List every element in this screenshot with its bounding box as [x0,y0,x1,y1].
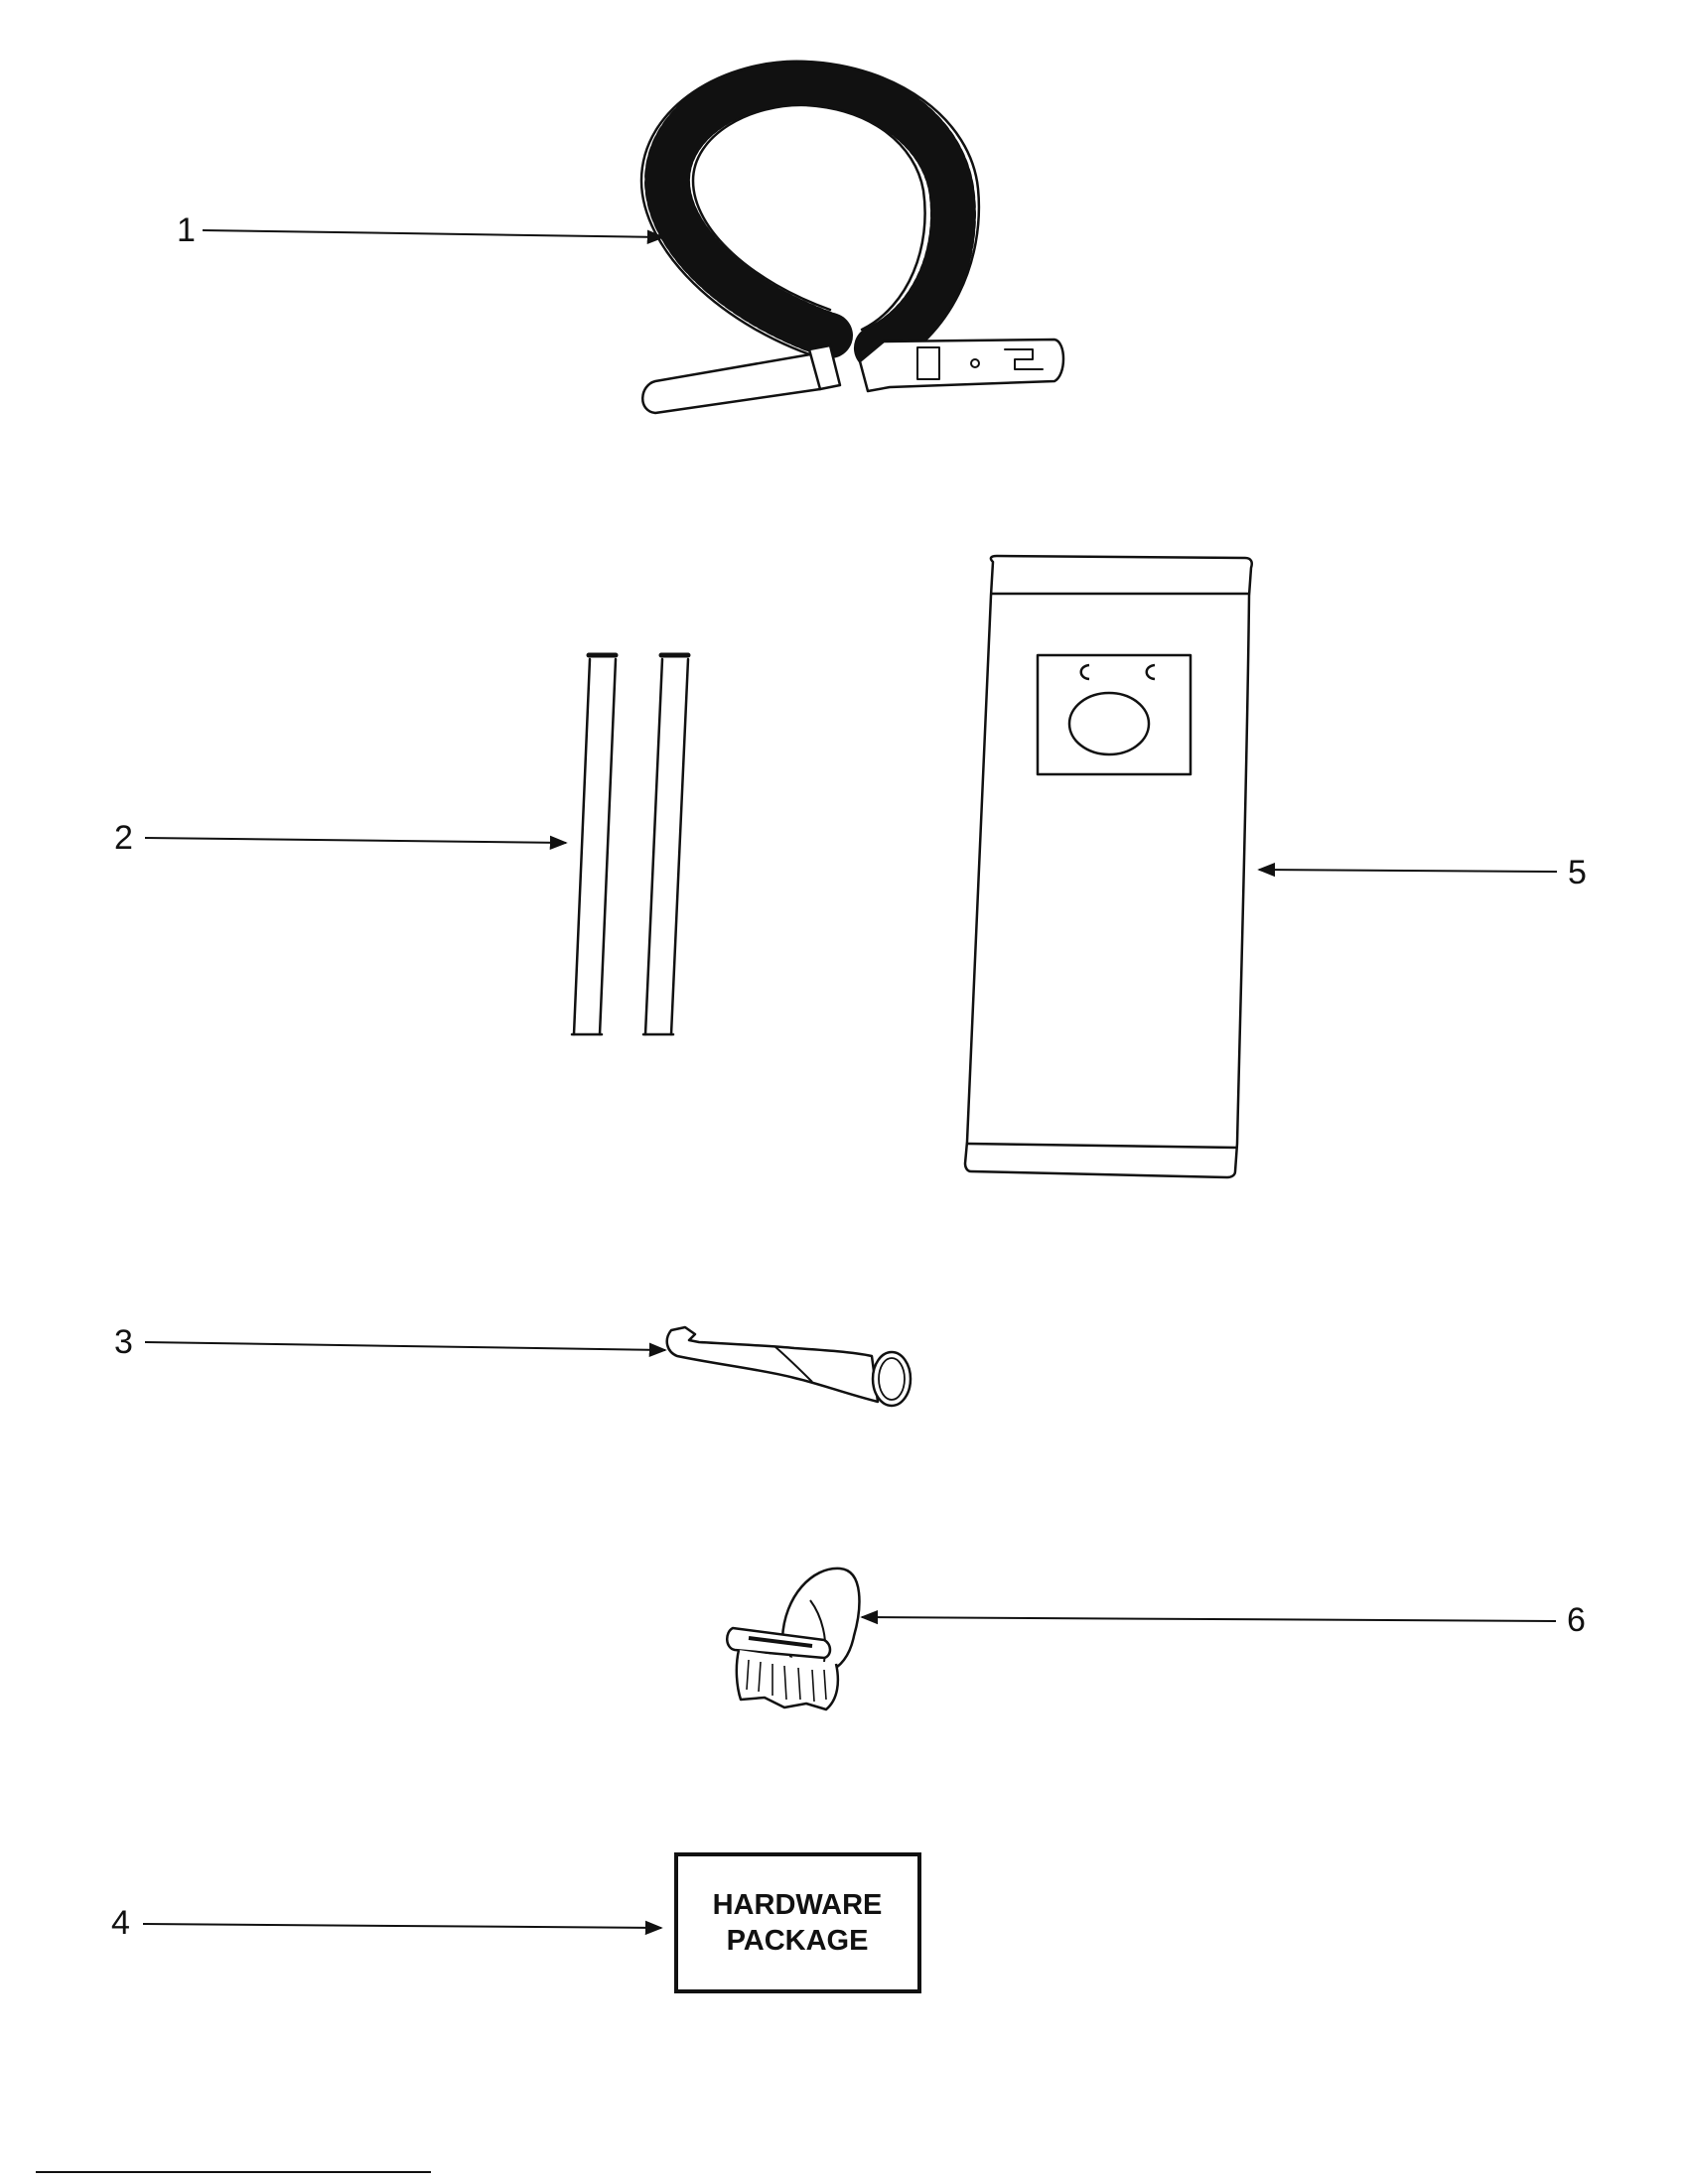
hose-coil-ribs [644,60,976,372]
dust-bag-drawing [963,554,1253,1179]
callout-number-6: 6 [1567,1601,1586,1639]
dust-bag-intake-hole [1067,691,1151,756]
hose-connector [858,338,1065,393]
callout-number-3: 3 [114,1323,133,1361]
hose-connector-tab [916,346,940,380]
leader-line-5 [1257,862,1558,878]
dusting-brush-head-slot [748,1636,813,1648]
dusting-brush-bristle-strokes [746,1659,827,1703]
hose-connector-button [970,358,980,368]
hose-grip-wand [641,351,822,415]
extension-wand-right [641,652,691,1036]
callout-number-2: 2 [114,819,133,857]
leader-line-4 [142,1920,663,1936]
dusting-brush-drawing [726,1567,861,1711]
hose-coil-inner [691,103,926,332]
hardware-package-box: HARDWARE PACKAGE [674,1852,921,1993]
dust-bag-collar-plate [1036,653,1193,776]
dust-bag-collar-notch-right [1145,663,1156,681]
callout-number-4: 4 [111,1904,130,1942]
leader-line-3 [144,1341,667,1357]
hose-drawing [639,60,1065,415]
leader-line-6 [860,1609,1557,1625]
hardware-package-line-2: PACKAGE [727,1925,869,1957]
dusting-brush-bristles [735,1649,840,1711]
crevice-tool-drawing [665,1325,912,1408]
leader-line-1 [202,229,665,244]
leader-line-2 [144,835,568,851]
extension-wand-left [570,652,619,1036]
callout-number-1: 1 [177,211,196,249]
hose-coil-outer [639,60,981,371]
hardware-package-outline [674,1852,921,1993]
crevice-tool-body [665,1325,880,1404]
crevice-tool-crease [773,1345,813,1383]
dust-bag-bottom-band [966,1142,1238,1150]
hose-ferrule [807,343,842,391]
extension-wands-drawing [570,652,691,1036]
hose-connector-slot [1004,348,1044,370]
dust-bag-outline [963,554,1253,1179]
crevice-tool-mouth-rim [878,1357,906,1401]
dust-bag-collar-notch-left [1079,663,1090,681]
callout-number-5: 5 [1568,854,1587,891]
hardware-package-line-1: HARDWARE [713,1889,883,1921]
